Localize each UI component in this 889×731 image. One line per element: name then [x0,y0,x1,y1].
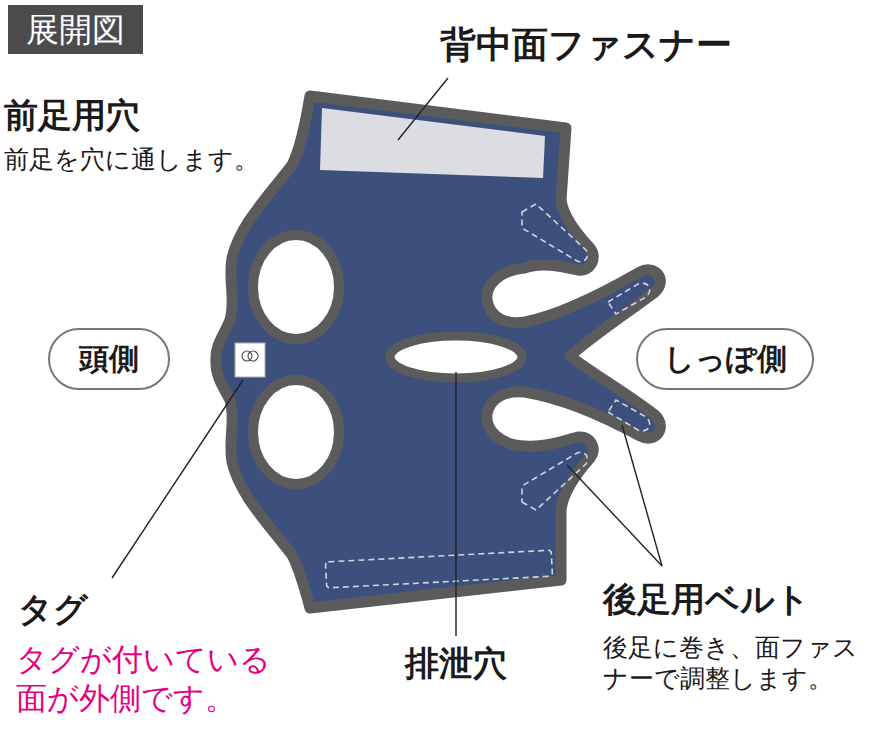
part-name: 排泄穴 [405,642,507,685]
side-label: しっぽ側 [664,339,787,380]
title-box: 展開図 [8,5,143,54]
front-leg-hole [253,235,339,339]
leader-line [567,465,662,566]
note: 前足を穴に通します。 [4,144,259,175]
back-fastener [320,108,545,178]
stitch [522,452,587,510]
tag-mark [242,351,252,361]
stitch [522,204,587,262]
front-leg-hole [253,380,339,484]
part-name: タグ [18,588,88,631]
stitch [608,283,650,314]
leader-line [112,380,243,578]
side-label: 頭側 [79,339,139,380]
note: タグが付いている面が外側です。 [16,640,271,718]
stitch [608,400,650,431]
side-pill: 頭側 [48,328,170,390]
stitch [325,550,552,588]
part-name: 背中面ファスナー [440,22,732,67]
tag [235,343,265,377]
note: 後足に巻き、面ファスナーで調整します。 [603,632,873,695]
part-name: 前足用穴 [4,94,140,137]
garment-body [216,96,660,608]
part-name: 後足用ベルト [603,578,810,621]
side-pill: しっぽ側 [636,328,814,390]
excretion-hole [390,336,522,378]
tag-mark [248,351,258,361]
leader-line [455,372,456,636]
leader-line [398,78,448,140]
